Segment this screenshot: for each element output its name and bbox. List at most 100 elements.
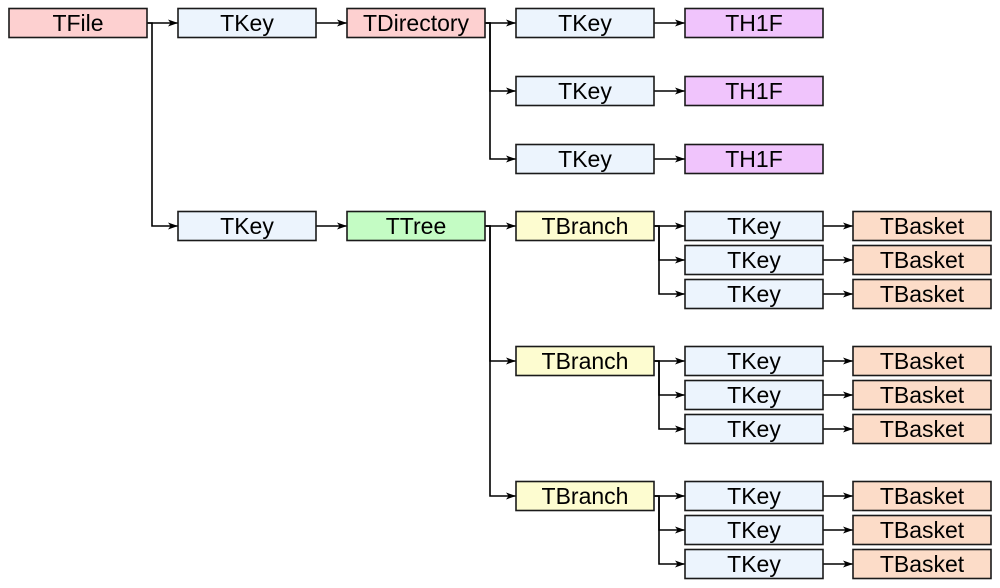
edge-dir-to-dkey3 xyxy=(485,22,516,163)
node-label: TKey xyxy=(727,551,781,577)
connector-layer xyxy=(147,19,853,568)
edge-br3-to-b3k3 xyxy=(654,495,685,568)
node-label: TKey xyxy=(727,247,781,273)
node-box xyxy=(852,210,992,242)
node-tkey-key2: TKey xyxy=(177,210,317,242)
node-box xyxy=(684,75,824,107)
node-tbranch-br1: TBranch xyxy=(515,210,655,242)
node-tbasket-b2s2: TBasket xyxy=(852,379,992,411)
node-tbasket-b1s1: TBasket xyxy=(852,210,992,242)
node-tdirectory-dir: TDirectory xyxy=(346,7,486,39)
node-tkey-b1k2: TKey xyxy=(684,244,824,276)
node-box xyxy=(684,244,824,276)
node-tbranch-br2: TBranch xyxy=(515,345,655,377)
node-tkey-b3k2: TKey xyxy=(684,514,824,546)
node-tbranch-br3: TBranch xyxy=(515,480,655,512)
node-tfile-file: TFile xyxy=(8,7,148,39)
node-box xyxy=(684,379,824,411)
node-label: TKey xyxy=(727,213,781,239)
node-box xyxy=(852,548,992,580)
node-label: TBasket xyxy=(880,382,965,408)
node-label: TH1F xyxy=(725,146,783,172)
node-box xyxy=(177,210,317,242)
node-box xyxy=(852,345,992,377)
node-tbasket-b3s2: TBasket xyxy=(852,514,992,546)
node-tkey-b3k3: TKey xyxy=(684,548,824,580)
node-label: TBasket xyxy=(880,483,965,509)
node-box xyxy=(684,7,824,39)
node-label: TBasket xyxy=(880,416,965,442)
node-label: TKey xyxy=(727,382,781,408)
node-label: TBasket xyxy=(880,348,965,374)
node-box xyxy=(852,278,992,310)
node-label: TBranch xyxy=(542,213,629,239)
node-label: TH1F xyxy=(725,10,783,36)
node-label: TBasket xyxy=(880,247,965,273)
node-box xyxy=(684,548,824,580)
node-box xyxy=(515,345,655,377)
node-box xyxy=(515,480,655,512)
node-tkey-key1: TKey xyxy=(177,7,317,39)
node-box xyxy=(852,379,992,411)
node-box xyxy=(852,244,992,276)
node-box xyxy=(684,278,824,310)
node-label: TKey xyxy=(220,213,274,239)
node-box xyxy=(346,7,486,39)
node-label: TKey xyxy=(220,10,274,36)
node-tkey-b2k3: TKey xyxy=(684,413,824,445)
node-label: TKey xyxy=(558,10,612,36)
node-tkey-b2k2: TKey xyxy=(684,379,824,411)
edge-tree-to-br3 xyxy=(485,225,516,500)
node-label: TKey xyxy=(727,281,781,307)
node-label: TTree xyxy=(386,213,447,239)
node-box xyxy=(177,7,317,39)
node-box xyxy=(684,480,824,512)
node-label: TBasket xyxy=(880,281,965,307)
node-box xyxy=(8,7,148,39)
node-box xyxy=(515,143,655,175)
node-tbasket-b2s1: TBasket xyxy=(852,345,992,377)
node-box xyxy=(346,210,486,242)
node-tbasket-b1s2: TBasket xyxy=(852,244,992,276)
node-label: TBasket xyxy=(880,517,965,543)
node-box xyxy=(515,210,655,242)
edge-file-to-key2 xyxy=(147,22,178,230)
node-th1f-h2: TH1F xyxy=(684,75,824,107)
node-th1f-h1: TH1F xyxy=(684,7,824,39)
node-tbasket-b3s1: TBasket xyxy=(852,480,992,512)
node-tkey-b3k1: TKey xyxy=(684,480,824,512)
node-label: TH1F xyxy=(725,78,783,104)
node-tkey-b1k1: TKey xyxy=(684,210,824,242)
node-label: TKey xyxy=(727,517,781,543)
edge-br1-to-b1k3 xyxy=(654,225,685,298)
node-box xyxy=(684,514,824,546)
node-tbasket-b3s3: TBasket xyxy=(852,548,992,580)
node-label: TBasket xyxy=(880,213,965,239)
node-label: TBranch xyxy=(542,348,629,374)
node-tkey-dkey1: TKey xyxy=(515,7,655,39)
node-tkey-dkey3: TKey xyxy=(515,143,655,175)
node-label: TBranch xyxy=(542,483,629,509)
node-box xyxy=(515,7,655,39)
node-label: TKey xyxy=(727,483,781,509)
node-label: TKey xyxy=(558,78,612,104)
node-tbasket-b2s3: TBasket xyxy=(852,413,992,445)
node-th1f-h3: TH1F xyxy=(684,143,824,175)
node-label: TKey xyxy=(727,348,781,374)
node-tkey-dkey2: TKey xyxy=(515,75,655,107)
node-label: TFile xyxy=(52,10,103,36)
node-box xyxy=(684,143,824,175)
node-tkey-b2k1: TKey xyxy=(684,345,824,377)
node-box xyxy=(684,345,824,377)
node-ttree-tree: TTree xyxy=(346,210,486,242)
node-box xyxy=(684,210,824,242)
node-tkey-b1k3: TKey xyxy=(684,278,824,310)
node-label: TBasket xyxy=(880,551,965,577)
node-tbasket-b1s3: TBasket xyxy=(852,278,992,310)
node-box xyxy=(852,480,992,512)
node-label: TKey xyxy=(727,416,781,442)
node-box xyxy=(852,413,992,445)
node-box xyxy=(515,75,655,107)
